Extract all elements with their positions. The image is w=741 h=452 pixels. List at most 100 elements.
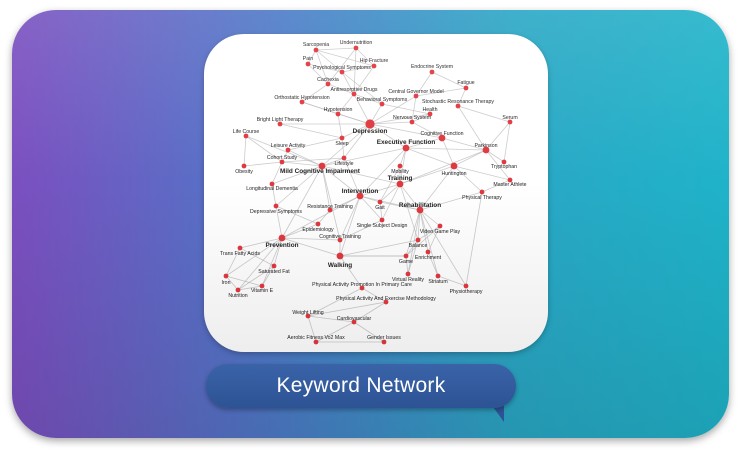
network-label-balance: Balance — [409, 243, 428, 249]
network-edge — [271, 183, 277, 207]
network-edge — [379, 165, 401, 203]
network-edge — [321, 157, 345, 167]
network-node-virtualreality — [405, 271, 411, 277]
network-label-depressive: Depressive Symptoms — [250, 209, 302, 215]
network-node-nutrition — [235, 287, 241, 293]
network-edge — [381, 103, 431, 115]
network-node-undernutrition — [353, 45, 359, 51]
network-edge — [419, 209, 439, 277]
network-node-sleep — [339, 135, 345, 141]
network-edge — [405, 137, 443, 149]
network-edge — [353, 47, 357, 95]
network-label-stochastic: Stochastic Resonance Therapy — [422, 99, 494, 105]
network-node-longdementia — [269, 181, 275, 187]
network-node-walking — [336, 252, 344, 260]
network-edge — [411, 113, 431, 123]
network-edge — [337, 113, 371, 125]
network-edge — [307, 301, 387, 317]
network-edge — [307, 63, 343, 73]
network-label-vitamine: Vitamin E — [251, 288, 274, 294]
network-edge — [503, 121, 511, 163]
network-node-brightlight — [277, 121, 283, 127]
network-node-papromotion — [359, 285, 365, 291]
network-node-physiotherapy — [463, 283, 469, 289]
network-edge — [343, 123, 371, 159]
network-edge — [275, 205, 283, 239]
network-label-cardiovascular: Cardiovascular — [337, 316, 372, 322]
network-label-endocrine: Endocrine System — [411, 64, 453, 70]
network-edge — [337, 113, 343, 139]
network-node-behavioral — [379, 101, 385, 107]
network-label-brightlight: Bright Light Therapy — [257, 117, 304, 123]
network-edge — [399, 149, 487, 185]
network-label-orthostatic: Orthostatic Hypotension — [274, 95, 329, 101]
network-label-leisure: Leisure Activity — [271, 143, 306, 149]
network-node-hypotension — [335, 111, 341, 117]
network-edge — [281, 223, 319, 239]
network-edge — [369, 123, 443, 139]
network-node-mobility — [397, 163, 403, 169]
network-edge — [405, 147, 487, 151]
network-edge — [427, 225, 441, 253]
network-node-obesity — [241, 163, 247, 169]
network-node-cohort — [279, 159, 285, 165]
network-node-resistance — [327, 207, 333, 213]
network-edge — [307, 49, 317, 65]
network-edge — [339, 195, 361, 257]
network-edge — [361, 287, 387, 303]
network-label-lifestyle: Lifestyle — [334, 161, 353, 167]
network-edge — [415, 71, 433, 97]
network-label-parkinson: Parkinson — [474, 143, 497, 149]
caption-banner: Keyword Network — [206, 364, 516, 408]
network-edge — [405, 225, 441, 257]
network-edge — [441, 137, 487, 151]
network-edge — [307, 63, 329, 85]
network-edge — [457, 105, 487, 151]
network-edge — [381, 183, 401, 221]
network-edge — [419, 165, 455, 211]
network-edge — [307, 287, 363, 317]
network-edge — [359, 147, 407, 197]
network-edge — [341, 71, 371, 125]
network-edge — [405, 209, 421, 257]
network-label-weightlifting: Weight Lifting — [292, 310, 323, 316]
network-edge — [321, 165, 361, 197]
network-edge — [399, 183, 421, 211]
network-label-tryptophan: Tryptophan — [491, 164, 517, 170]
network-node-gait — [377, 199, 383, 205]
network-edge — [287, 137, 343, 151]
network-edge — [307, 315, 317, 343]
network-node-rehabilitation — [416, 206, 424, 214]
network-edge — [273, 237, 283, 267]
network-nodes — [223, 45, 513, 345]
network-label-singlesubject: Single Subject Design — [357, 223, 408, 229]
network-edge — [353, 301, 387, 323]
network-node-fatigue — [463, 85, 469, 91]
network-label-epidemiology: Epidemiology — [302, 227, 334, 233]
network-label-game: Game — [399, 259, 413, 265]
network-label-striatum: Striatum — [428, 279, 447, 285]
network-edge — [321, 165, 341, 241]
network-edge — [369, 95, 417, 125]
network-label-cohort: Cohort Study — [267, 155, 298, 161]
network-label-hipfracture: Hip Fracture — [360, 58, 389, 64]
network-node-gender — [381, 339, 387, 345]
network-edge — [453, 149, 487, 167]
network-label-mobility: Mobility — [391, 169, 409, 175]
network-label-psych: Psychological Symptoms — [313, 65, 371, 71]
network-node-weightlifting — [305, 313, 311, 319]
network-node-videogame — [437, 223, 443, 229]
network-label-cachexia: Cachexia — [317, 77, 339, 83]
network-edge — [281, 165, 323, 239]
network-node-stochastic — [455, 103, 461, 109]
network-node-centralgov — [413, 93, 419, 99]
network-label-mci: Mild Cognitive Impairment — [280, 168, 361, 175]
network-label-rehabilitation: Rehabilitation — [399, 202, 441, 209]
network-label-prevention: Prevention — [265, 242, 298, 249]
network-edge — [287, 149, 323, 167]
network-edge — [261, 237, 283, 287]
network-node-tryptophan — [501, 159, 507, 165]
network-label-gender: Gender Issues — [367, 335, 401, 341]
network-edge — [353, 321, 385, 343]
network-label-transfatty: Trans Fatty Acids — [220, 251, 260, 257]
